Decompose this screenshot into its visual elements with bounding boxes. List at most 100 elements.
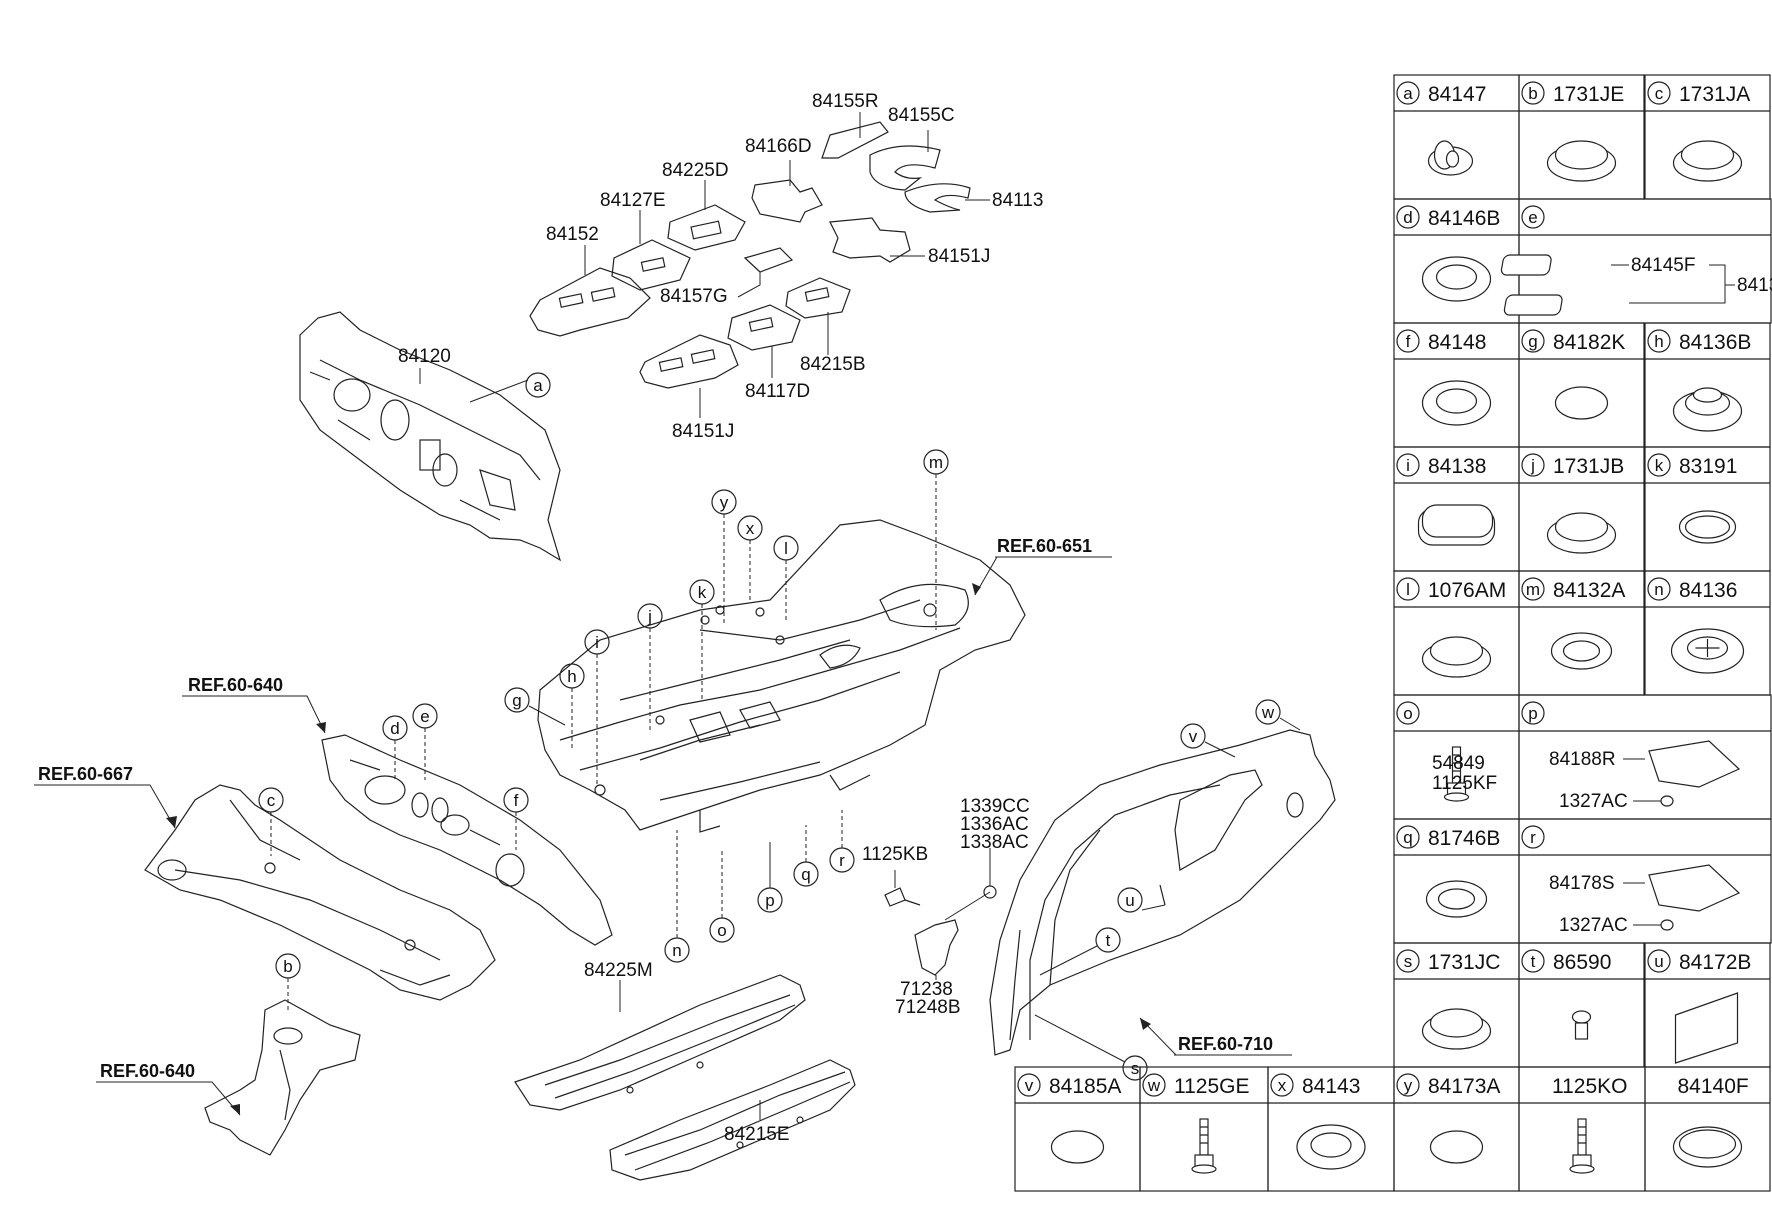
legend-disc-plain-icon bbox=[1554, 386, 1609, 420]
pad-84152 bbox=[529, 267, 651, 337]
ref-60-651-arrow bbox=[972, 583, 981, 595]
legend-plug-dome-icon bbox=[1546, 140, 1617, 182]
label-84151J-lower: 84151J bbox=[672, 421, 734, 442]
legend-bolt-icon bbox=[1569, 1118, 1595, 1174]
legend-letter: h bbox=[1654, 332, 1663, 351]
legend-sub-part-bottom: 1327AC bbox=[1559, 915, 1628, 936]
letter-callouts: a b c d e f g h i j bbox=[258, 372, 1301, 1081]
label-84215B: 84215B bbox=[800, 354, 866, 375]
legend-letter-circle bbox=[1396, 1073, 1420, 1097]
legend-part-number: 1731JC bbox=[1428, 951, 1500, 974]
legend-cell-s: s 1731JC bbox=[1393, 942, 1520, 1068]
legend-cell-1125KO: 1125KO bbox=[1518, 1066, 1646, 1192]
legend-letter: l bbox=[1406, 580, 1410, 599]
legend-bolt-icon bbox=[1191, 1118, 1217, 1174]
parts-legend-grid: a84147b1731JEc1731JAd84146Be84145F84133C… bbox=[1014, 74, 1772, 1192]
legend-letter-circle bbox=[1647, 949, 1671, 973]
side-body-panel bbox=[989, 729, 1336, 1056]
ref-60-667-leader bbox=[34, 784, 176, 829]
pad-84117D bbox=[727, 304, 801, 351]
pad-84166D bbox=[751, 179, 823, 223]
label-1125KB: 1125KB bbox=[862, 844, 928, 865]
label-1338AC: 1338AC bbox=[960, 832, 1029, 853]
nut-icon bbox=[1660, 919, 1674, 931]
pad-84225D-slot bbox=[690, 220, 722, 240]
legend-plug-cross-icon bbox=[1670, 628, 1745, 674]
label-84117D: 84117D bbox=[745, 381, 810, 402]
callout-letter-e: e bbox=[420, 707, 429, 726]
fender-apron bbox=[204, 999, 361, 1156]
legend-part-number: 84136B bbox=[1679, 331, 1751, 354]
legend-letter: r bbox=[1530, 828, 1536, 847]
callout-letter-x: x bbox=[746, 519, 755, 538]
pad-84155C bbox=[869, 145, 941, 191]
legend-letter-circle bbox=[1396, 577, 1420, 601]
callout-letter-u: u bbox=[1125, 891, 1134, 910]
label-84215E: 84215E bbox=[724, 1124, 790, 1145]
legend-part-number: 86590 bbox=[1553, 951, 1611, 974]
ref-60-640-b-arrow bbox=[230, 1104, 240, 1115]
callout-letter-k: k bbox=[698, 583, 707, 602]
pad-84152-slot-a bbox=[558, 293, 584, 308]
callout-letter-h: h bbox=[567, 667, 576, 686]
pad-84225D bbox=[667, 204, 746, 251]
callout-circle-a bbox=[525, 372, 551, 398]
legend-cell-e: e84145F84133C bbox=[1500, 198, 1772, 324]
legend-part-number: 84182K bbox=[1553, 331, 1625, 354]
legend-letter: g bbox=[1528, 332, 1537, 351]
leader-s bbox=[1034, 1014, 1126, 1063]
pad-84117D-slot bbox=[748, 317, 774, 332]
legend-part-number: 84138 bbox=[1428, 455, 1486, 478]
legend-letter: f bbox=[1406, 332, 1411, 351]
ref-60-667: REF.60-667 bbox=[38, 764, 133, 784]
legend-part-number: 84140F bbox=[1678, 1075, 1749, 1098]
leader-t bbox=[1039, 945, 1098, 976]
label-84225M: 84225M bbox=[584, 960, 653, 981]
ref-60-640-b-leader bbox=[96, 1081, 241, 1116]
label-84225D: 84225D bbox=[662, 160, 729, 181]
legend-part-number: 81746B bbox=[1428, 827, 1500, 850]
ref-60-710-arrow bbox=[1140, 1018, 1151, 1030]
bracket-plate-icon bbox=[1648, 864, 1741, 912]
label-71238: 71238 bbox=[900, 979, 953, 1000]
label-84155C: 84155C bbox=[888, 105, 955, 126]
legend-letter-circle bbox=[1396, 453, 1420, 477]
legend-letter: q bbox=[1403, 828, 1412, 847]
legend-letter: s bbox=[1404, 952, 1413, 971]
callout-letter-o: o bbox=[717, 921, 726, 940]
legend-ring-inner-icon bbox=[1425, 880, 1488, 918]
references: REF.60-651 REF.60-640 REF.60-667 REF.60-… bbox=[34, 536, 1292, 1116]
insulation-pads-group: 84155R 84155C 84166D 84225D 84113 84127E… bbox=[529, 91, 1043, 442]
legend-sub-part-top: 84178S bbox=[1549, 873, 1615, 894]
legend-sub-part-bottom: 1125KF bbox=[1432, 773, 1497, 794]
legend-letter-circle bbox=[1521, 81, 1545, 105]
leader-nut-bracket bbox=[944, 891, 991, 921]
legend-part-number: 84132A bbox=[1553, 579, 1625, 602]
pad-84151J-slot-b bbox=[690, 349, 716, 364]
pad-84157G bbox=[743, 247, 794, 273]
bracket-parts: 1339CC 1336AC 1338AC 1125KB 71238 71248B bbox=[862, 796, 1030, 1018]
legend-part-number: 84147 bbox=[1428, 83, 1486, 106]
ref-60-651: REF.60-651 bbox=[997, 536, 1092, 556]
legend-letter-circle bbox=[1647, 329, 1671, 353]
legend-letter-circle bbox=[1521, 825, 1545, 849]
legend-letter: y bbox=[1404, 1076, 1413, 1095]
ref-60-667-arrow bbox=[166, 816, 177, 828]
ref-60-640-b: REF.60-640 bbox=[100, 1061, 195, 1081]
callout-letter-i: i bbox=[595, 633, 599, 652]
pad-84113 bbox=[904, 183, 971, 213]
leader-84157G bbox=[737, 272, 761, 298]
leader-v bbox=[1204, 741, 1236, 758]
bracket-plate-icon bbox=[1648, 740, 1741, 788]
legend-letter-circle bbox=[1521, 577, 1545, 601]
pad-84151J-lower bbox=[639, 334, 739, 389]
legend-letter-circle bbox=[1396, 81, 1420, 105]
legend-letter: n bbox=[1654, 580, 1663, 599]
